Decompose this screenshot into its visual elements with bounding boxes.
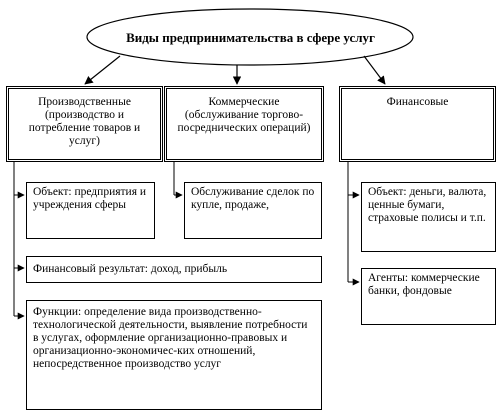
commercial-service-box: Обслуживание сделок по купле, продаже, bbox=[184, 182, 322, 239]
arrow-title-to-finance bbox=[363, 55, 386, 85]
category-commercial-label: Коммерческие (обслуживание торгово-посре… bbox=[177, 96, 311, 134]
production-object-box: Объект: предприятия и учреждения сферы bbox=[26, 182, 155, 239]
financial-result-box: Финансовый результат: доход, прибыль bbox=[26, 256, 322, 283]
finance-agents-box: Агенты: коммерческие банки, фондовые bbox=[361, 268, 496, 325]
arrow-title-to-production bbox=[84, 55, 121, 85]
commercial-service-text: Обслуживание сделок по купле, продаже, bbox=[191, 186, 315, 211]
production-object-text: Объект: предприятия и учреждения сферы bbox=[33, 186, 147, 211]
category-production-label: Производственные (производство и потребл… bbox=[28, 96, 141, 147]
category-finance-label: Финансовые bbox=[386, 96, 449, 108]
category-commercial: Коммерческие (обслуживание торгово-посре… bbox=[164, 86, 324, 162]
finance-object-text: Объект: деньги, валюта, ценные бумаги, с… bbox=[368, 186, 487, 224]
functions-box: Функции: определение вида производственн… bbox=[26, 300, 322, 410]
diagram-title: Виды предпринимательства в сфере услуг bbox=[126, 29, 375, 45]
finance-agents-text: Агенты: коммерческие банки, фондовые bbox=[368, 272, 480, 297]
title-ellipse bbox=[86, 8, 414, 66]
financial-result-text: Финансовый результат: доход, прибыль bbox=[33, 263, 228, 275]
finance-object-box: Объект: деньги, валюта, ценные бумаги, с… bbox=[361, 182, 496, 252]
category-production: Производственные (производство и потребл… bbox=[6, 86, 163, 162]
functions-text: Функции: определение вида производственн… bbox=[33, 306, 308, 370]
category-finance: Финансовые bbox=[339, 86, 496, 162]
